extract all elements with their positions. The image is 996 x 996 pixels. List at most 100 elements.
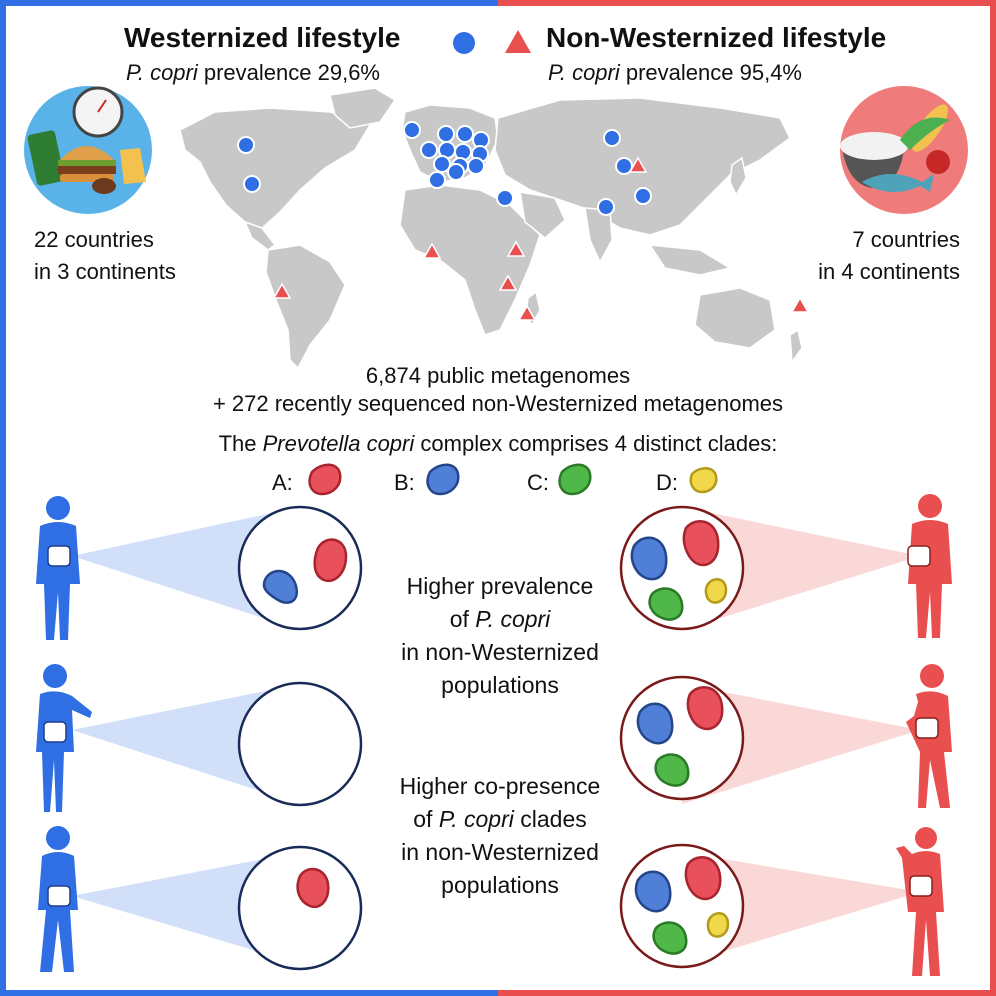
clade-b-bean-icon — [634, 870, 672, 913]
greenland — [329, 87, 397, 129]
finding-co-presence-line2: of P. copri clades — [413, 806, 587, 832]
clade-a-bean-icon — [296, 867, 330, 909]
finding-co-presence-line4: populations — [441, 872, 559, 898]
clade-d-bean-icon — [689, 467, 718, 494]
clade-a-bean-icon — [313, 538, 348, 583]
westernized-stats: 22 countries in 3 continents — [34, 224, 176, 288]
westernized-legend-circle-icon — [453, 32, 475, 54]
finding-prevalence: Higher prevalence of P. copri in non-Wes… — [370, 570, 630, 702]
metagenomes-summary: 6,874 public metagenomes + 272 recently … — [0, 362, 996, 418]
westernized-species: P. copri — [126, 60, 198, 85]
world-map — [179, 87, 803, 370]
clades-intro-prefix: The — [218, 431, 257, 456]
non-westernized-sample-markers — [272, 156, 810, 321]
clade-legend — [308, 463, 718, 496]
non-western-marker — [272, 282, 292, 299]
clade-a-bean-icon — [686, 686, 724, 731]
westernized-prevalence: P. copri prevalence 29,6% — [126, 60, 380, 86]
non-westernized-gut-circles — [619, 505, 745, 969]
western-marker — [243, 175, 261, 193]
clade-a-bean-icon — [308, 463, 342, 496]
western-marker — [433, 155, 451, 173]
non-western-marker — [517, 304, 537, 321]
clade-d-bean-icon — [706, 911, 730, 938]
clade-a-bean-icon — [682, 520, 720, 567]
clade-d-bean-icon — [704, 577, 728, 604]
arabia — [519, 191, 566, 239]
westernized-gut-circle-1 — [237, 505, 363, 631]
western-marker — [456, 125, 474, 143]
westernized-gut-circle-3 — [237, 845, 363, 971]
western-marker — [428, 171, 446, 189]
western-marker — [603, 129, 621, 147]
public-metagenomes: 6,874 public metagenomes — [365, 363, 631, 388]
westernized-title: Westernized lifestyle — [124, 22, 401, 53]
non-western-marker — [790, 296, 810, 313]
western-marker — [597, 198, 615, 216]
non-westernized-people — [896, 494, 952, 976]
north-america — [179, 107, 372, 229]
new-zealand — [789, 328, 803, 365]
new-metagenomes: + 272 recently sequenced non-Westernized… — [212, 391, 784, 416]
clade-b-bean-icon — [636, 702, 674, 745]
south-america — [265, 244, 346, 370]
clades-intro-species: Prevotella copri — [262, 431, 415, 456]
clade-b-bean-icon — [262, 569, 299, 604]
africa — [399, 184, 541, 336]
clade-c-bean-icon — [652, 921, 688, 955]
western-marker — [615, 157, 633, 175]
non-western-marker — [506, 240, 526, 257]
india — [584, 207, 613, 264]
westernized-border — [0, 0, 498, 996]
westernized-gut-circle-2 — [237, 681, 363, 807]
non-westernized-continents: in 4 continents — [818, 259, 960, 284]
western-marker — [467, 157, 485, 175]
non-westernized-countries: 7 countries — [852, 227, 960, 252]
non-westernized-legend-triangle-icon — [505, 30, 531, 53]
clade-d-label: D: — [656, 470, 678, 495]
clade-a-bean-icon — [684, 856, 722, 901]
clade-a-label: A: — [272, 470, 293, 495]
western-marker — [420, 141, 438, 159]
non-westernized-food-icon — [840, 86, 968, 214]
western-marker — [447, 163, 465, 181]
westernized-people — [36, 496, 92, 972]
non-western-marker — [422, 242, 442, 259]
clades-intro-suffix: complex comprises 4 distinct clades: — [420, 431, 778, 456]
non-western-marker — [628, 156, 648, 173]
finding-co-presence-line3: in non-Westernized — [401, 839, 599, 865]
finding-prevalence-line2: of P. copri — [449, 606, 551, 632]
clade-b-bean-icon — [426, 463, 460, 496]
westernized-beams — [72, 507, 300, 964]
clades-intro: The Prevotella copri complex comprises 4… — [0, 428, 996, 460]
clade-b-label: B: — [394, 470, 415, 495]
westernized-countries: 22 countries — [34, 227, 154, 252]
western-marker — [634, 187, 652, 205]
western-marker — [237, 136, 255, 154]
westernized-food-icon — [24, 86, 152, 214]
finding-co-presence: Higher co-presence of P. copri clades in… — [370, 770, 630, 902]
westernized-prevalence-value: prevalence 29,6% — [203, 60, 380, 85]
westernized-person-3 — [38, 826, 78, 972]
finding-prevalence-line3: in non-Westernized — [401, 639, 599, 665]
non-westernized-border — [498, 0, 996, 996]
japan — [729, 156, 747, 197]
finding-prevalence-line4: populations — [441, 672, 559, 698]
finding-prevalence-line1: Higher prevalence — [406, 573, 594, 599]
westernized-continents: in 3 continents — [34, 259, 176, 284]
southeast-asia — [648, 244, 732, 276]
finding-co-presence-line1: Higher co-presence — [399, 773, 601, 799]
clade-b-bean-icon — [630, 536, 668, 581]
non-westernized-person-3 — [896, 827, 944, 976]
non-westernized-person-1 — [907, 494, 952, 638]
non-westernized-prevalence: P. copri prevalence 95,4% — [548, 60, 802, 86]
clade-c-bean-icon — [648, 587, 684, 621]
westernized-sample-markers — [237, 121, 652, 216]
non-westernized-title: Non-Westernized lifestyle — [546, 22, 887, 53]
central-america — [243, 220, 277, 251]
clade-c-bean-icon — [654, 753, 690, 787]
westernized-gut-circles — [237, 505, 363, 971]
western-marker — [496, 189, 514, 207]
non-westernized-stats: 7 countries in 4 continents — [818, 224, 960, 288]
